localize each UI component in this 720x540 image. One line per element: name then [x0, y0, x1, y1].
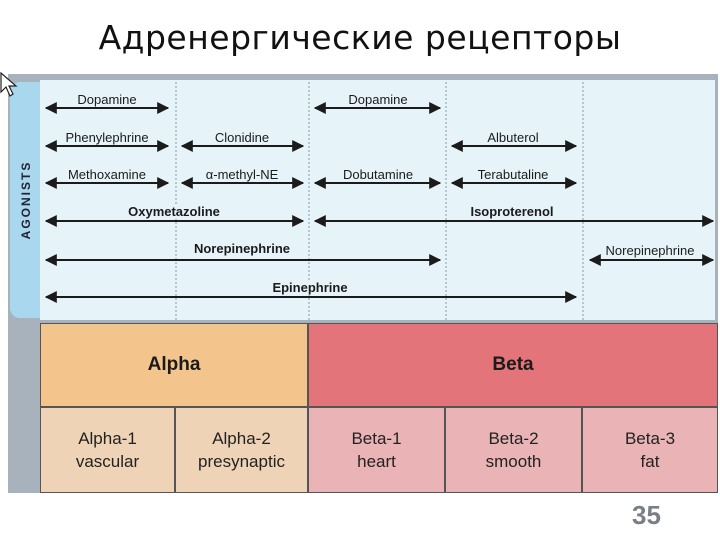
drug-label-dobutamine: Dobutamine [339, 167, 417, 182]
drug-label-clonidine: Clonidine [211, 130, 273, 145]
alpha-receptor-header: Alpha [40, 323, 308, 407]
column-divider [175, 82, 177, 320]
beta2-name: Beta-2 [488, 429, 539, 448]
column-divider [308, 82, 310, 320]
drug-label-dopamine-alpha: Dopamine [74, 92, 140, 107]
alpha1-name: Alpha-1 [78, 429, 137, 448]
alpha2-name: Alpha-2 [212, 429, 271, 448]
drug-label-alpha-methyl-ne: α-methyl-NE [202, 167, 282, 182]
alpha2-cell: Alpha-2 presynaptic [175, 407, 308, 493]
mouse-pointer-icon [0, 72, 18, 97]
drug-label-methoxamine: Methoxamine [64, 167, 150, 182]
drug-label-epinephrine: Epinephrine [269, 280, 351, 295]
beta1-name: Beta-1 [351, 429, 402, 448]
beta2-cell: Beta-2 smooth [445, 407, 582, 493]
slide-title: Адренергические рецепторы [98, 18, 622, 57]
page-number: 35 [632, 500, 661, 530]
column-divider [582, 82, 584, 320]
beta3-site: fat [640, 452, 660, 471]
beta-receptor-header: Beta [308, 323, 718, 407]
drug-label-norepinephrine-right: Norepinephrine [602, 243, 698, 258]
agonists-tab [10, 82, 40, 318]
drug-label-norepinephrine-left: Norepinephrine [190, 241, 294, 256]
drug-label-oxymetazoline: Oxymetazoline [125, 204, 223, 219]
alpha2-site: presynaptic [198, 452, 285, 471]
drug-label-albuterol: Albuterol [484, 130, 542, 145]
beta3-cell: Beta-3 fat [582, 407, 718, 493]
beta1-cell: Beta-1 heart [308, 407, 445, 493]
drug-label-isoproterenol: Isoproterenol [467, 204, 557, 219]
drug-label-phenylephrine: Phenylephrine [62, 130, 152, 145]
slide-footer [0, 493, 720, 540]
drug-label-terabutaline: Terabutaline [474, 167, 552, 182]
beta1-site: heart [357, 452, 396, 471]
beta2-site: smooth [485, 452, 542, 471]
column-divider [445, 82, 447, 320]
alpha1-cell: Alpha-1 vascular [40, 407, 175, 493]
agonists-area [40, 80, 715, 320]
drug-label-dopamine-beta: Dopamine [345, 92, 411, 107]
beta3-name: Beta-3 [624, 429, 676, 448]
alpha1-site: vascular [75, 452, 140, 471]
